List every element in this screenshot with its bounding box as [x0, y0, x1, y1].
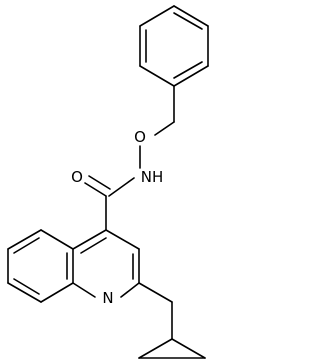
nitrogen-ring-label: N — [102, 289, 113, 307]
benzyloxy-linker — [108, 85, 175, 197]
molecule-diagram: O NH O N — [7, 5, 209, 359]
structure-canvas: O NH O N — [7, 5, 209, 359]
phenyl-ring — [139, 5, 209, 87]
pyridine-ring — [72, 229, 140, 298]
nh-label: NH — [141, 168, 164, 186]
oxygen-carbonyl-label: O — [71, 168, 83, 186]
carbonyl-group — [84, 175, 111, 231]
benzo-ring — [7, 229, 74, 303]
oxygen-ether-label: O — [134, 128, 146, 146]
cyclopropyl-group — [138, 282, 206, 359]
